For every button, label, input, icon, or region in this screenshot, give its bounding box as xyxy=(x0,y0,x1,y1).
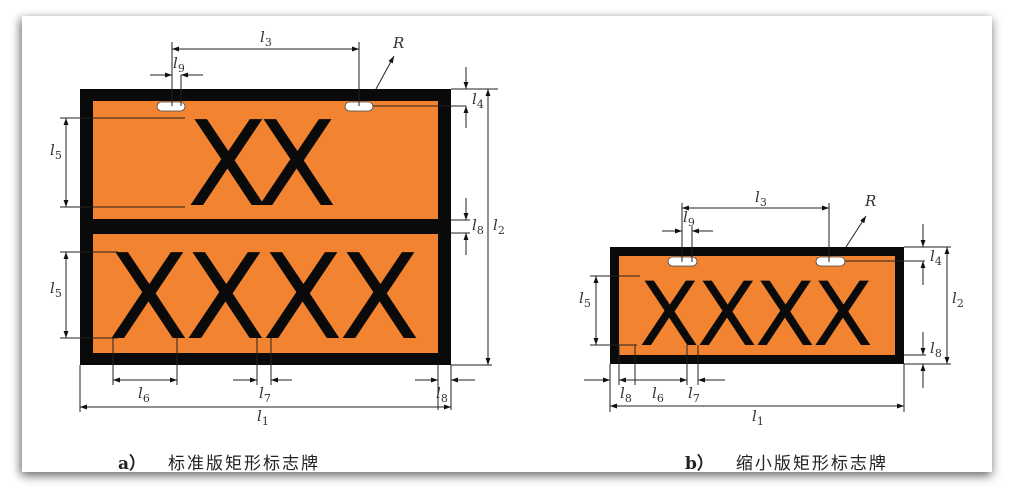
plate-b-panel xyxy=(619,256,895,355)
caption-b-tag: b） xyxy=(685,454,714,474)
dim-label-l7: l7 xyxy=(688,384,700,405)
dim-label-l8-right: l8 xyxy=(472,216,484,237)
caption-panel-b: b） 缩小版矩形标志牌 xyxy=(685,449,888,474)
dim-label-l4: l4 xyxy=(930,247,942,268)
dim-label-l8-bottom: l8 xyxy=(620,384,632,405)
hazard-code-top: XX xyxy=(187,95,337,233)
dim-label-l2: l2 xyxy=(493,216,505,237)
dim-label-l2: l2 xyxy=(952,289,964,310)
dim-label-l4: l4 xyxy=(472,90,484,111)
dim-label-l8-bottom: l8 xyxy=(436,384,448,405)
dim-label-l3: l3 xyxy=(260,28,272,49)
dim-label-l6: l6 xyxy=(652,384,664,405)
dim-label-l9: l9 xyxy=(173,54,185,75)
caption-a-tag: a） xyxy=(118,454,147,474)
un-number-bottom: XXXX xyxy=(108,228,420,366)
dim-label-l1: l1 xyxy=(752,407,764,428)
dim-label-l7: l7 xyxy=(259,384,271,405)
un-number: XXXX xyxy=(639,263,873,366)
dim-label-l8-right: l8 xyxy=(930,339,942,360)
plate-a-top-panel xyxy=(93,101,438,219)
panel-b-reduced-plate: XXXX l3 l9 R l4 l8 l2 l5 xyxy=(579,188,964,428)
dim-label-l6: l6 xyxy=(138,384,150,405)
dim-label-l5-top: l5 xyxy=(50,141,62,162)
dim-label-radius: R xyxy=(864,192,876,210)
dim-label-l5: l5 xyxy=(579,289,591,310)
panel-a-standard-plate: XX XXXX l3 l9 R l4 l8 l2 xyxy=(50,28,505,428)
dim-label-l1: l1 xyxy=(257,407,269,428)
dim-label-l9: l9 xyxy=(683,208,695,229)
caption-a-text: 标准版矩形标志牌 xyxy=(168,454,321,474)
dim-label-radius: R xyxy=(392,34,404,52)
mounting-slot-left xyxy=(156,101,186,112)
dim-label-l5-bottom: l5 xyxy=(50,279,62,300)
dim-label-l3: l3 xyxy=(755,188,767,209)
caption-panel-a: a） 标准版矩形标志牌 xyxy=(118,449,320,474)
caption-b-text: 缩小版矩形标志牌 xyxy=(735,454,888,474)
plate-a-bottom-panel xyxy=(93,234,438,353)
